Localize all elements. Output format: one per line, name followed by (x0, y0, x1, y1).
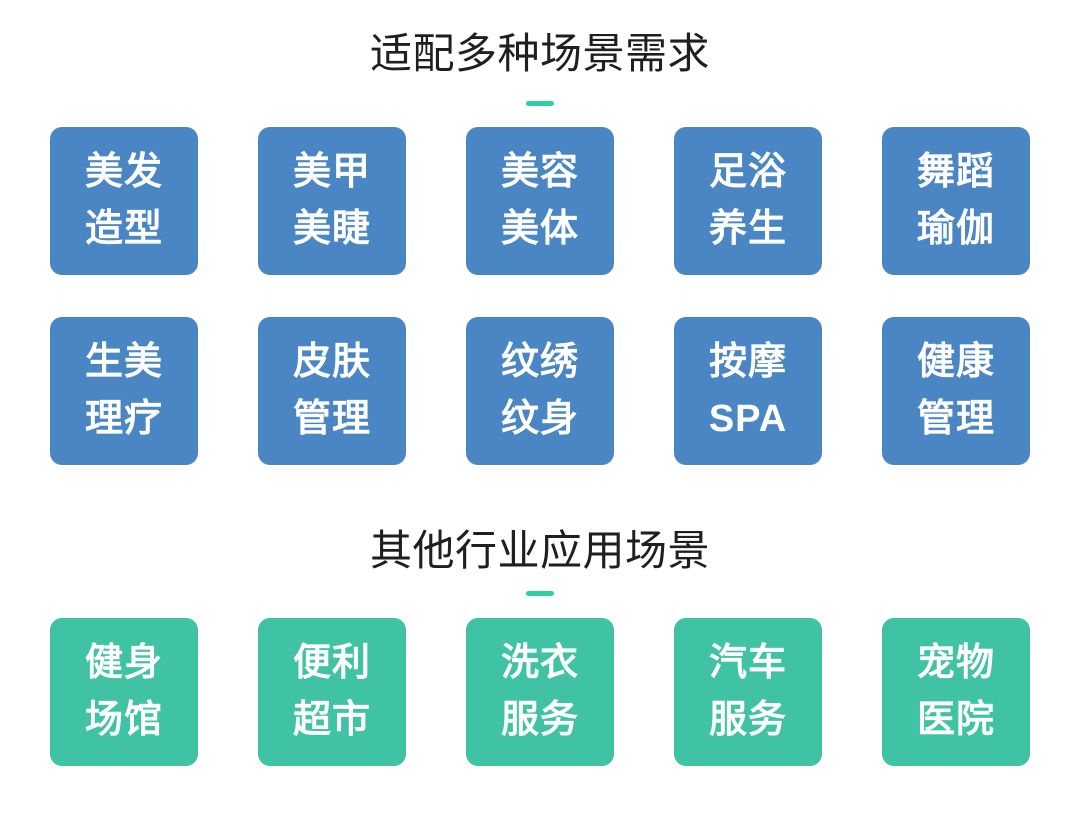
tile-label-line: 纹身 (500, 398, 579, 440)
accent-dash (526, 101, 554, 106)
tile-row: 生美 理疗 皮肤 管理 纹绣 纹身 按摩 SPA 健康 管理 (0, 317, 1080, 465)
tile-label-line: 洗衣 (500, 642, 579, 684)
tile-convenience-store: 便利 超市 (258, 618, 406, 766)
tile-gym-venue: 健身 场馆 (50, 618, 198, 766)
tile-label-line: 美容 (500, 151, 579, 193)
tile-label-line: 场馆 (84, 699, 163, 741)
tile-label-line: 健身 (84, 642, 163, 684)
tile-health-management: 健康 管理 (882, 317, 1030, 465)
tile-tattoo-embroidery: 纹绣 纹身 (466, 317, 614, 465)
tile-label-line: 超市 (292, 699, 371, 741)
tile-label-line: 汽车 (708, 642, 787, 684)
tile-label-line: 纹绣 (500, 341, 579, 383)
tile-massage-spa: 按摩 SPA (674, 317, 822, 465)
tile-label-line: 造型 (84, 208, 163, 250)
tile-nails-lashes: 美甲 美睫 (258, 127, 406, 275)
tile-label-line: 舞蹈 (916, 151, 995, 193)
tile-label-line: 美发 (84, 151, 163, 193)
tile-label-line: 宠物 (916, 642, 995, 684)
tile-label-line: 服务 (708, 699, 787, 741)
tile-foot-bath-wellness: 足浴 养生 (674, 127, 822, 275)
tile-label-line: 生美 (84, 341, 163, 383)
tile-label-line: 皮肤 (292, 341, 371, 383)
tile-label-line: 医院 (916, 699, 995, 741)
tile-life-beauty-therapy: 生美 理疗 (50, 317, 198, 465)
tile-beauty-body: 美容 美体 (466, 127, 614, 275)
accent-dash (526, 591, 554, 596)
section-title-other-industries: 其他行业应用场景 (369, 527, 710, 574)
tile-laundry-service: 洗衣 服务 (466, 618, 614, 766)
tile-label-line: 足浴 (708, 151, 787, 193)
tile-label-line: 健康 (916, 341, 995, 383)
tile-label-line: 美体 (500, 208, 579, 250)
tile-label-line: 理疗 (84, 398, 163, 440)
tile-label-line: 管理 (916, 398, 995, 440)
tile-label-line: 美甲 (292, 151, 371, 193)
tile-row: 健身 场馆 便利 超市 洗衣 服务 汽车 服务 宠物 医院 (0, 618, 1080, 766)
tile-hair-styling: 美发 造型 (50, 127, 198, 275)
tile-label-line: 按摩 (708, 341, 787, 383)
tile-label-line: 管理 (292, 398, 371, 440)
tile-label-line: 服务 (500, 699, 579, 741)
tile-label-line: 养生 (708, 208, 787, 250)
tile-pet-hospital: 宠物 医院 (882, 618, 1030, 766)
tile-car-service: 汽车 服务 (674, 618, 822, 766)
section-title-beauty-scenarios: 适配多种场景需求 (369, 30, 710, 77)
tile-dance-yoga: 舞蹈 瑜伽 (882, 127, 1030, 275)
tile-row: 美发 造型 美甲 美睫 美容 美体 足浴 养生 舞蹈 瑜伽 (0, 127, 1080, 275)
tile-label-line: SPA (708, 398, 788, 440)
tile-skin-management: 皮肤 管理 (258, 317, 406, 465)
tile-label-line: 美睫 (292, 208, 371, 250)
tile-label-line: 瑜伽 (916, 208, 995, 250)
tile-label-line: 便利 (292, 642, 371, 684)
